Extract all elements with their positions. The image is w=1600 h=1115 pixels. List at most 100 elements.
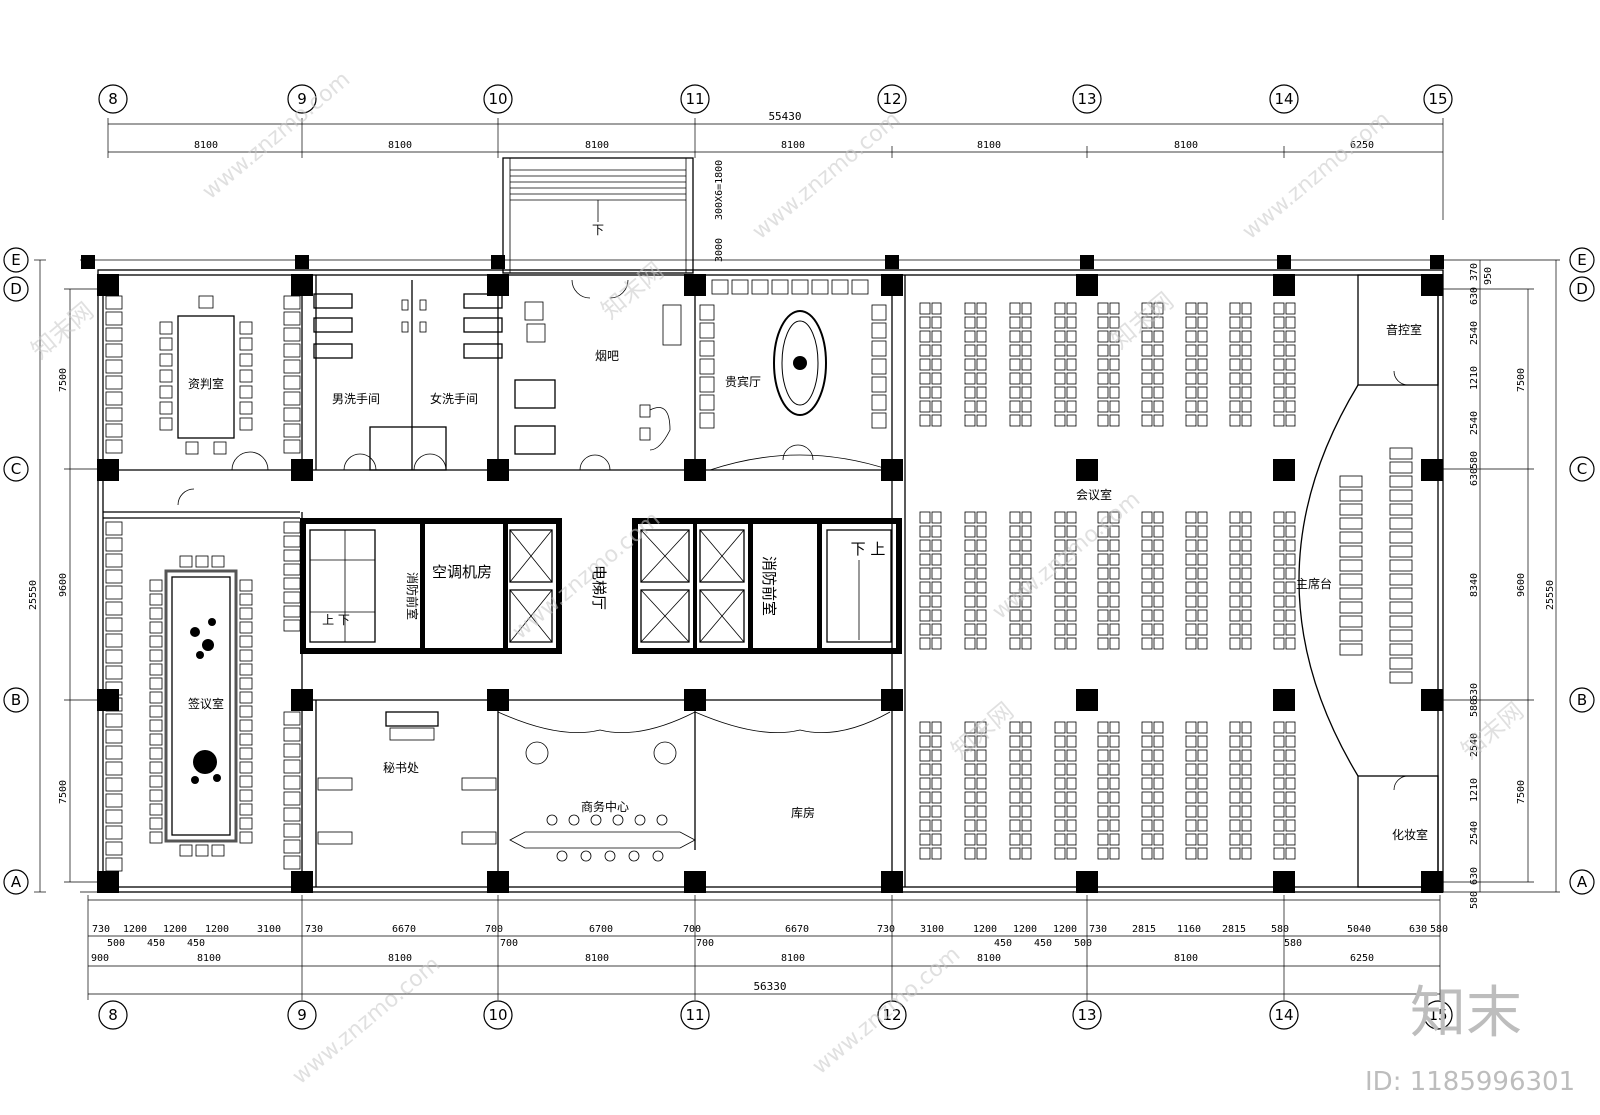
axis-15-bottom: 15 (1423, 1000, 1453, 1030)
chair (964, 539, 976, 552)
chair (931, 791, 942, 804)
chair (159, 401, 173, 415)
chair (1285, 525, 1296, 538)
chair (1229, 372, 1241, 385)
chair (1229, 819, 1241, 832)
chair (1185, 553, 1197, 566)
chair (1009, 833, 1021, 846)
chair (1153, 847, 1164, 860)
chair (1066, 302, 1077, 315)
chair (931, 344, 942, 357)
axis-C-left: C (3, 456, 29, 482)
chair (1285, 330, 1296, 343)
structural-column (1080, 255, 1094, 269)
chair (1021, 763, 1032, 776)
chair (731, 279, 749, 295)
chair (1066, 791, 1077, 804)
dim-bottom-detail: 5040 (1347, 924, 1371, 935)
dim-bottom-detail: 1160 (1177, 924, 1201, 935)
chair (771, 279, 789, 295)
chair (1153, 609, 1164, 622)
chair (1021, 721, 1032, 734)
room-vip-lounge: 贵宾厅 (725, 374, 761, 389)
dim-bottom-span: 8100 (197, 953, 221, 964)
chair (1285, 539, 1296, 552)
chair (699, 412, 715, 429)
dim-right-detail: 630 (1469, 683, 1480, 701)
chair (1109, 386, 1120, 399)
chair (105, 601, 123, 616)
mishu-furniture (317, 711, 497, 845)
svg-text:10: 10 (488, 1006, 507, 1024)
room-secretariat: 秘书处 (383, 761, 419, 775)
chair (964, 400, 976, 413)
chair (211, 555, 225, 568)
chair (1285, 386, 1296, 399)
dim-right-span: 7500 (1516, 368, 1527, 392)
chair (964, 777, 976, 790)
structural-column (1273, 871, 1295, 893)
chair (931, 623, 942, 636)
dim-right-detail: 8340 (1469, 573, 1480, 597)
chair (1273, 805, 1285, 818)
structural-column (1080, 693, 1094, 707)
chair (1229, 623, 1241, 636)
chair (1153, 372, 1164, 385)
chair (1197, 344, 1208, 357)
chair (1021, 553, 1032, 566)
chair (149, 607, 163, 620)
chair (831, 279, 849, 295)
chair (1141, 763, 1153, 776)
shangwu-furniture (509, 741, 696, 862)
chair (283, 391, 301, 406)
chair (1141, 623, 1153, 636)
washroom-fixtures (313, 293, 503, 359)
chair (1285, 847, 1296, 860)
chair (1273, 316, 1285, 329)
dim-right-detail: 2540 (1469, 321, 1480, 345)
chair (1109, 833, 1120, 846)
chair (1153, 302, 1164, 315)
chair (239, 607, 253, 620)
axis-D-right: D (1569, 276, 1595, 302)
chair (1054, 637, 1066, 650)
svg-text:9: 9 (297, 1006, 307, 1024)
chair (1197, 302, 1208, 315)
svg-text:8: 8 (108, 90, 118, 108)
axis-A-right: A (1569, 869, 1595, 895)
chair (1241, 386, 1252, 399)
chair (1109, 595, 1120, 608)
chair (149, 677, 163, 690)
chair (976, 637, 987, 650)
chair (283, 855, 301, 870)
chair (1009, 609, 1021, 622)
chair (699, 322, 715, 339)
chair (283, 343, 301, 358)
conference-seating (919, 302, 1296, 860)
structural-column (1273, 459, 1295, 481)
chair (699, 340, 715, 357)
dim-right-detail: 580 (1469, 451, 1480, 469)
chair (1273, 553, 1285, 566)
chair (1389, 643, 1413, 656)
svg-text:E: E (1577, 251, 1586, 269)
dim-bottom-detail2: 500 (1074, 938, 1092, 949)
chair (919, 511, 931, 524)
chair (1097, 414, 1109, 427)
chair (964, 833, 976, 846)
guibin-chairs (699, 279, 887, 429)
chair (1273, 595, 1285, 608)
wall-seating (105, 295, 301, 872)
chair (105, 857, 123, 872)
chair (1185, 372, 1197, 385)
qianyi-chairs (149, 555, 253, 857)
chair (1054, 344, 1066, 357)
chair (976, 400, 987, 413)
chair (1054, 372, 1066, 385)
watermark-site: www.znzmo.com (1238, 107, 1395, 245)
room-podium: 主席台 (1296, 576, 1332, 591)
chair (1097, 791, 1109, 804)
chair (711, 279, 729, 295)
chair (931, 833, 942, 846)
chair (1241, 721, 1252, 734)
